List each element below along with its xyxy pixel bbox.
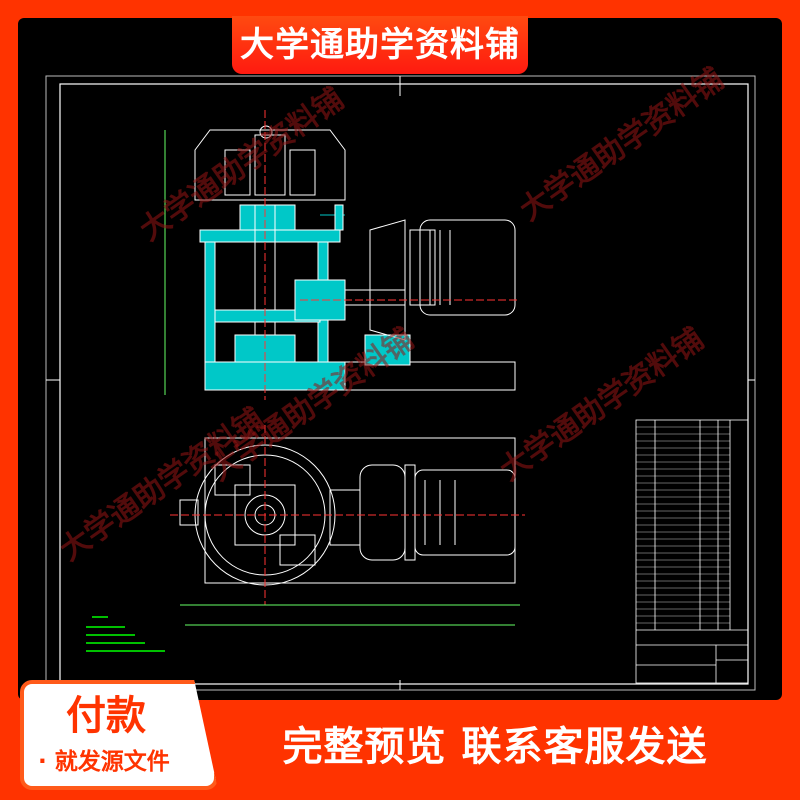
shop-banner: 大学通助学资料铺 <box>232 16 528 74</box>
title-block <box>635 419 749 684</box>
front-view <box>194 125 516 391</box>
payment-box <box>20 680 218 790</box>
payment-subtitle: · 就发源文件 <box>38 749 170 775</box>
technical-notes <box>86 616 165 652</box>
payment-title: 付款 <box>66 693 146 739</box>
inner-frame <box>59 83 749 685</box>
cta-text: 完整预览 联系客服发送 <box>282 724 708 770</box>
